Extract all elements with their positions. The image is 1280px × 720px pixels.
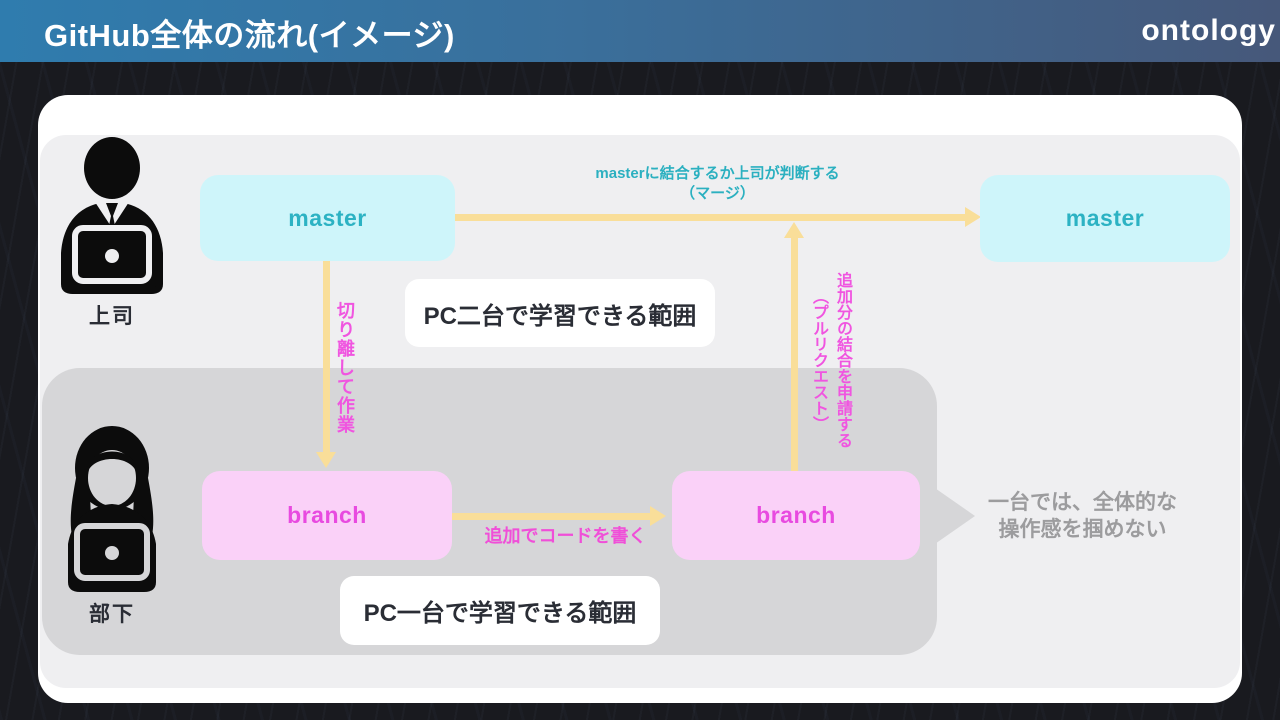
grasp-annotation-line1: 一台では、全体的な bbox=[988, 491, 1177, 514]
merge-annotation-line2: （マージ） bbox=[680, 185, 755, 202]
branch-node-right: branch bbox=[672, 471, 920, 560]
one-pc-scope-pointer bbox=[932, 486, 975, 546]
pull-request-annotation: 追加分の結合を申請する （プルリクエスト） bbox=[806, 252, 854, 467]
grasp-annotation-line2: 操作感を掴めない bbox=[998, 518, 1167, 541]
woman-laptop-icon bbox=[68, 426, 156, 592]
detach-arrow-head bbox=[316, 452, 336, 468]
boss-label: 上司 bbox=[89, 305, 135, 328]
write-code-arrow-line bbox=[452, 513, 652, 520]
pull-request-annotation-main: 追加分の結合を申請する bbox=[834, 271, 851, 448]
ontology-logo: ontology bbox=[1141, 14, 1276, 47]
merge-annotation: masterに結合するか上司が判断する （マージ） bbox=[530, 164, 905, 204]
scope-two-pc-box: PC二台で学習できる範囲 bbox=[405, 279, 715, 347]
detach-arrow-line bbox=[323, 261, 330, 454]
merge-arrow-head bbox=[965, 207, 981, 227]
subordinate-label: 部下 bbox=[89, 603, 135, 626]
businessman-laptop-icon bbox=[61, 137, 163, 294]
page-title: GitHub全体の流れ(イメージ) bbox=[44, 18, 455, 53]
subordinate-actor: 部下 bbox=[50, 424, 174, 628]
detach-annotation: 切り離して作業 bbox=[335, 301, 355, 434]
scope-one-pc-box: PC一台で学習できる範囲 bbox=[340, 576, 660, 645]
branch-node-left: branch bbox=[202, 471, 452, 560]
pull-request-arrow-line bbox=[791, 238, 798, 471]
pull-request-arrow-head bbox=[784, 222, 804, 238]
boss-actor: 上司 bbox=[50, 136, 174, 330]
write-code-annotation: 追加でコードを書く bbox=[484, 526, 647, 546]
write-code-arrow-head bbox=[650, 506, 666, 526]
header-bar: GitHub全体の流れ(イメージ) ontology bbox=[0, 0, 1280, 62]
pull-request-annotation-paren: （プルリクエスト） bbox=[810, 287, 827, 432]
grasp-annotation: 一台では、全体的な 操作感を掴めない bbox=[975, 489, 1190, 543]
merge-annotation-line1: masterに結合するか上司が判断する bbox=[595, 165, 840, 182]
master-node-left: master bbox=[200, 175, 455, 261]
merge-arrow-line bbox=[455, 214, 967, 221]
master-node-right: master bbox=[980, 175, 1230, 262]
